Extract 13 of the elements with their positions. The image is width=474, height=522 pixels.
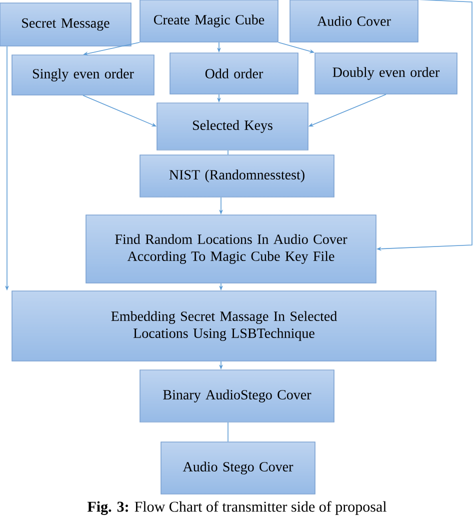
process-box: Audio Cover (290, 0, 418, 42)
process-box: Create Magic Cube (140, 0, 278, 42)
caption: Fig. 3: Flow Chart of transmitter side of proposal (87, 501, 386, 515)
process-box: Secret Message (0, 2, 132, 46)
process-box: Singly even order (12, 54, 154, 96)
process-box: Embedding Secret Massage In Selected Locations Using LSBTechnique (12, 290, 436, 362)
process-box: Binary AudioStego Cover (140, 370, 334, 422)
process-box: Find Random Locations In Audio Cover According To Magic Cube Key File (86, 214, 376, 284)
process-box: Audio Stego Cover (160, 442, 316, 494)
process-box: NIST (Randomnesstest) (140, 154, 334, 198)
process-box: Doubly even order (314, 52, 458, 94)
process-box: Selected Keys (156, 102, 308, 150)
process-box: Odd order (170, 52, 298, 94)
